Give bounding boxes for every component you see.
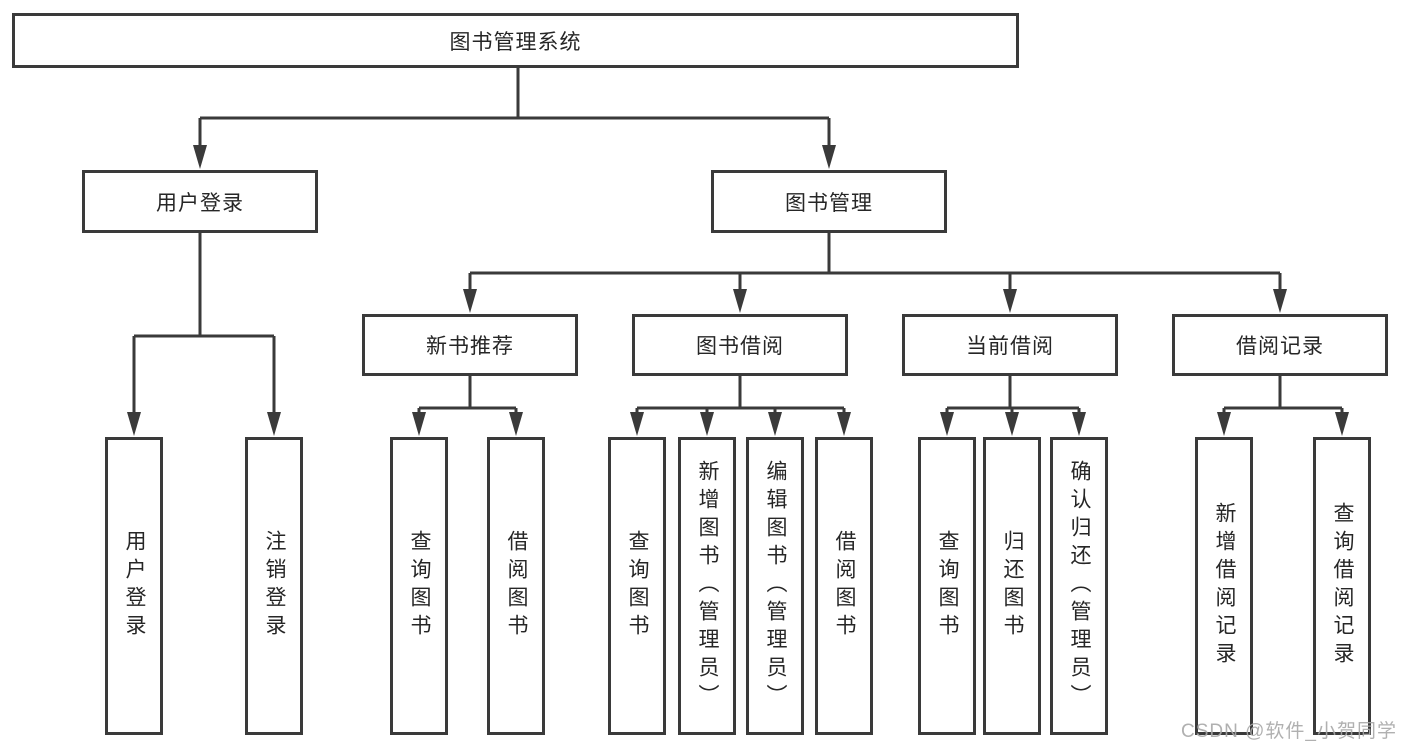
arrow-down-icon	[1335, 412, 1349, 436]
edge-records-to-leaves	[1222, 376, 1344, 418]
arrow-down-icon	[1072, 412, 1086, 436]
csdn-watermark: CSDN @软件_小贺同学	[1181, 721, 1397, 742]
arrow-down-icon	[463, 289, 477, 313]
node-root-library-system: 图书管理系统	[12, 13, 1019, 68]
node-current-borrowing: 当前借阅	[902, 314, 1118, 376]
edge-newbook-to-leaves	[417, 376, 518, 418]
leaf-return-books: 归还图书	[983, 437, 1041, 735]
leaf-query-books-borrow: 查询图书	[608, 437, 666, 735]
arrow-down-icon	[1217, 412, 1231, 436]
arrow-down-icon	[127, 412, 141, 436]
node-book-borrowing: 图书借阅	[632, 314, 848, 376]
node-book-management: 图书管理	[711, 170, 947, 233]
arrow-down-icon	[1273, 289, 1287, 313]
leaf-confirm-return-admin: 确认归还（管理员）	[1050, 437, 1108, 735]
node-user-login: 用户登录	[82, 170, 318, 233]
arrow-down-icon	[940, 412, 954, 436]
leaf-query-books-recommend: 查询图书	[390, 437, 448, 735]
edge-current-to-leaves	[945, 376, 1081, 418]
leaf-query-books-current: 查询图书	[918, 437, 976, 735]
leaf-query-borrow-record: 查询借阅记录	[1313, 437, 1371, 735]
leaf-logout: 注销登录	[245, 437, 303, 735]
arrow-down-icon	[193, 145, 207, 169]
arrowheads	[127, 145, 1349, 436]
leaf-user-login: 用户登录	[105, 437, 163, 735]
arrow-down-icon	[700, 412, 714, 436]
edge-borrow-to-leaves	[635, 376, 846, 418]
leaf-edit-books-admin: 编辑图书（管理员）	[746, 437, 804, 735]
node-borrowing-records: 借阅记录	[1172, 314, 1388, 376]
edge-root-to-level2	[198, 68, 831, 150]
edge-bookmgmt-to-groups	[468, 233, 1282, 294]
arrow-down-icon	[1003, 289, 1017, 313]
tree-edges	[132, 68, 1344, 418]
leaf-borrow-books: 借阅图书	[815, 437, 873, 735]
arrow-down-icon	[768, 412, 782, 436]
leaf-add-borrow-record: 新增借阅记录	[1195, 437, 1253, 735]
leaf-add-books-admin: 新增图书（管理员）	[678, 437, 736, 735]
arrow-down-icon	[1005, 412, 1019, 436]
arrow-down-icon	[267, 412, 281, 436]
arrow-down-icon	[733, 289, 747, 313]
arrow-down-icon	[630, 412, 644, 436]
arrow-down-icon	[837, 412, 851, 436]
arrow-down-icon	[509, 412, 523, 436]
arrow-down-icon	[412, 412, 426, 436]
edge-userlogin-to-leaves	[132, 233, 276, 418]
arrow-down-icon	[822, 145, 836, 169]
node-new-book-recommend: 新书推荐	[362, 314, 578, 376]
leaf-borrow-books-recommend: 借阅图书	[487, 437, 545, 735]
